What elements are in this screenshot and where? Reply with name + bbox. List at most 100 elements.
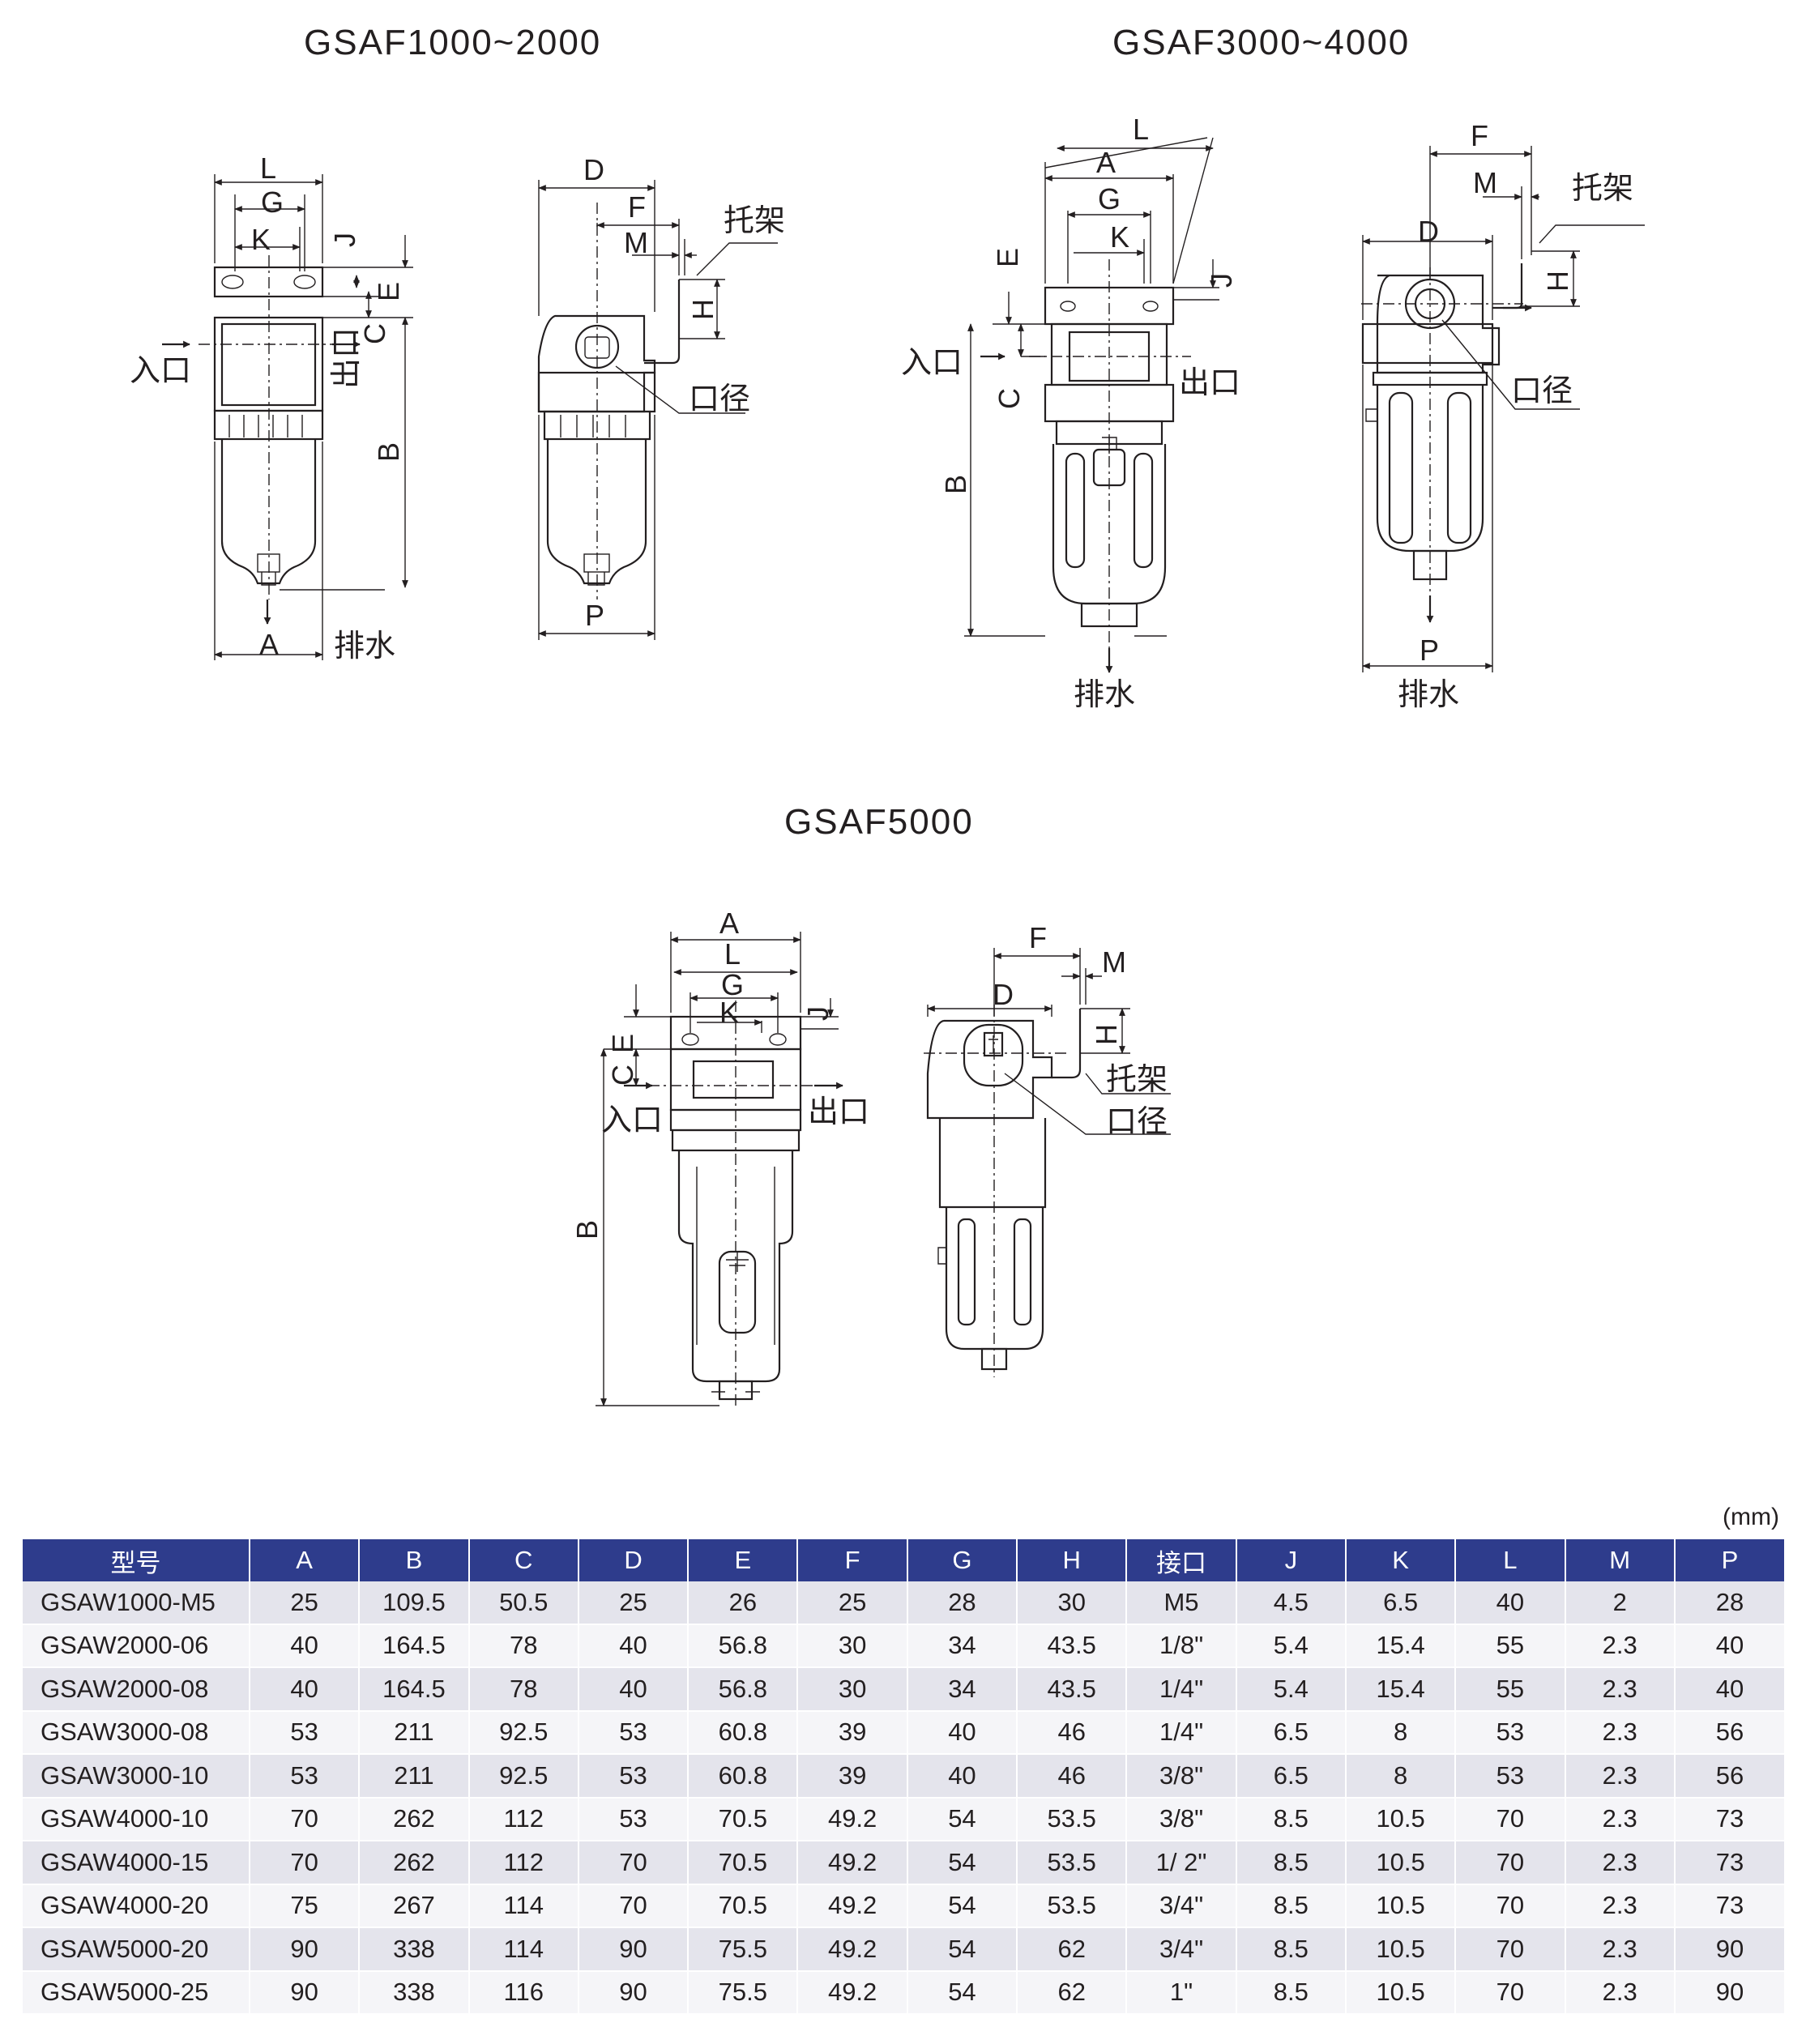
value-cell: 40 bbox=[907, 1710, 1018, 1755]
value-cell: 53.5 bbox=[1017, 1797, 1128, 1841]
value-cell: 49.2 bbox=[797, 1970, 908, 2015]
value-cell: 54 bbox=[907, 1884, 1018, 1928]
dim-label-P: P bbox=[1420, 634, 1439, 667]
dim-label-M: M bbox=[1102, 945, 1126, 979]
value-cell: 54 bbox=[907, 1927, 1018, 1972]
model-cell: GSAW3000-08 bbox=[23, 1710, 250, 1755]
value-cell: 75 bbox=[250, 1884, 361, 1928]
value-cell: 73 bbox=[1674, 1797, 1785, 1841]
value-cell: 90 bbox=[250, 1970, 361, 2015]
value-cell: 15.4 bbox=[1345, 1667, 1457, 1712]
value-cell: 70 bbox=[250, 1841, 361, 1885]
model-cell: GSAW3000-10 bbox=[23, 1754, 250, 1799]
value-cell: 53 bbox=[1455, 1710, 1566, 1755]
dim-label-L: L bbox=[260, 151, 276, 185]
value-cell: 92.5 bbox=[468, 1754, 579, 1799]
dim-label-P: P bbox=[585, 599, 604, 632]
dim-label-F: F bbox=[628, 190, 646, 224]
dim-label-B: B bbox=[372, 442, 405, 462]
value-cell: 62 bbox=[1017, 1970, 1128, 2015]
column-header: G bbox=[907, 1539, 1018, 1581]
dim-label-B: B bbox=[570, 1220, 604, 1240]
value-cell: 49.2 bbox=[797, 1927, 908, 1972]
column-header: H bbox=[1017, 1539, 1128, 1581]
value-cell: 56.8 bbox=[688, 1667, 799, 1712]
value-cell: 112 bbox=[468, 1841, 579, 1885]
value-cell: 164.5 bbox=[359, 1667, 470, 1712]
dim-label-C: C bbox=[993, 388, 1026, 409]
port-size-label: 口径 bbox=[689, 381, 750, 416]
value-cell: 2.3 bbox=[1565, 1667, 1676, 1712]
outlet-label: 出口 bbox=[328, 327, 364, 389]
value-cell: 30 bbox=[797, 1624, 908, 1668]
technical-drawings: L G K A J E C B 入口 出口 排水 D bbox=[130, 113, 1645, 1410]
outlet-label: 出口 bbox=[808, 1094, 869, 1129]
dim-label-E: E bbox=[991, 248, 1024, 267]
value-cell: 50.5 bbox=[468, 1581, 579, 1625]
value-cell: 8.5 bbox=[1236, 1884, 1347, 1928]
value-cell: 53.5 bbox=[1017, 1884, 1128, 1928]
value-cell: 70 bbox=[1455, 1970, 1566, 2015]
gsaf5000-front-view: A L G K J E C B 入口 出口 bbox=[570, 907, 869, 1410]
value-cell: 40 bbox=[1674, 1624, 1785, 1668]
value-cell: 43.5 bbox=[1017, 1667, 1128, 1712]
value-cell: 70 bbox=[1455, 1841, 1566, 1885]
column-header: K bbox=[1345, 1539, 1457, 1581]
dim-label-G: G bbox=[1098, 182, 1121, 215]
gsaf1000-side-view: D F M H P 托架 口径 bbox=[537, 153, 785, 640]
column-header: P bbox=[1674, 1539, 1785, 1581]
bracket-label: 托架 bbox=[1572, 170, 1633, 206]
value-cell: 40 bbox=[250, 1624, 361, 1668]
column-header: E bbox=[688, 1539, 799, 1581]
value-cell: 53 bbox=[250, 1754, 361, 1799]
value-cell: 49.2 bbox=[797, 1884, 908, 1928]
dim-label-F: F bbox=[1029, 921, 1047, 954]
model-cell: GSAW2000-06 bbox=[23, 1624, 250, 1668]
value-cell: 1/4" bbox=[1126, 1667, 1237, 1712]
dim-label-K: K bbox=[251, 223, 271, 256]
value-cell: 40 bbox=[578, 1667, 690, 1712]
value-cell: 90 bbox=[578, 1927, 690, 1972]
value-cell: 39 bbox=[797, 1754, 908, 1799]
column-header: D bbox=[578, 1539, 690, 1581]
value-cell: 114 bbox=[468, 1927, 579, 1972]
value-cell: 164.5 bbox=[359, 1624, 470, 1668]
value-cell: 40 bbox=[1455, 1581, 1566, 1625]
value-cell: 1/4" bbox=[1126, 1710, 1237, 1755]
value-cell: 73 bbox=[1674, 1841, 1785, 1885]
value-cell: 8.5 bbox=[1236, 1927, 1347, 1972]
value-cell: 70 bbox=[578, 1884, 690, 1928]
dim-label-L: L bbox=[1133, 113, 1149, 146]
value-cell: 70.5 bbox=[688, 1841, 799, 1885]
value-cell: 53 bbox=[578, 1754, 690, 1799]
dim-label-H: H bbox=[686, 299, 719, 320]
column-header: A bbox=[250, 1539, 361, 1581]
value-cell: 40 bbox=[578, 1624, 690, 1668]
value-cell: 46 bbox=[1017, 1710, 1128, 1755]
title-gsaf1000-2000: GSAF1000~2000 bbox=[304, 23, 602, 62]
value-cell: 56 bbox=[1674, 1710, 1785, 1755]
value-cell: 114 bbox=[468, 1884, 579, 1928]
value-cell: 90 bbox=[578, 1970, 690, 2015]
value-cell: 6.5 bbox=[1236, 1754, 1347, 1799]
value-cell: 5.4 bbox=[1236, 1624, 1347, 1668]
value-cell: 56 bbox=[1674, 1754, 1785, 1799]
model-cell: GSAW2000-08 bbox=[23, 1667, 250, 1712]
value-cell: 90 bbox=[1674, 1927, 1785, 1972]
value-cell: 3/4" bbox=[1126, 1927, 1237, 1972]
dim-label-H: H bbox=[1090, 1024, 1123, 1045]
value-cell: 55 bbox=[1455, 1624, 1566, 1668]
value-cell: 8.5 bbox=[1236, 1841, 1347, 1885]
value-cell: 53 bbox=[1455, 1754, 1566, 1799]
value-cell: 53 bbox=[578, 1710, 690, 1755]
value-cell: 3/4" bbox=[1126, 1884, 1237, 1928]
value-cell: 60.8 bbox=[688, 1710, 799, 1755]
value-cell: 43.5 bbox=[1017, 1624, 1128, 1668]
value-cell: 28 bbox=[907, 1581, 1018, 1625]
dim-label-J: J bbox=[328, 233, 361, 247]
value-cell: 338 bbox=[359, 1970, 470, 2015]
